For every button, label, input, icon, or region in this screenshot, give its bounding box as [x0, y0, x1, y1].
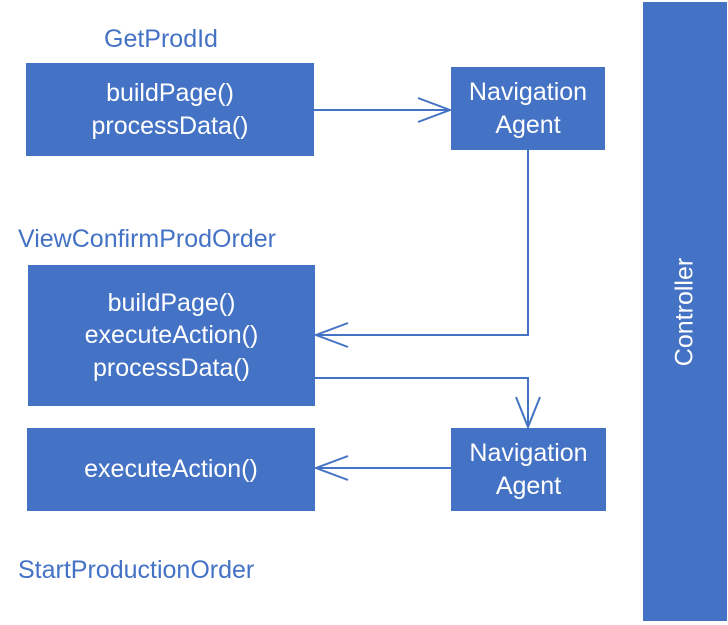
start-production-order-box: executeAction() — [27, 428, 315, 511]
arrowhead — [417, 97, 453, 123]
method-build-page: buildPage() — [106, 79, 234, 107]
method-process-data: processData() — [93, 353, 250, 382]
page-title-view-confirm-prod-order: ViewConfirmProdOrder — [18, 225, 276, 253]
arrowhead — [313, 455, 349, 481]
method-process-data: processData() — [91, 111, 249, 140]
controller-bar: Controller — [643, 2, 727, 621]
controller-label: Controller — [670, 257, 699, 366]
view-confirm-prod-order-box: buildPage() executeAction() processData(… — [28, 265, 315, 406]
page-title-get-prod-id: GetProdId — [104, 25, 218, 53]
method-execute-action: executeAction() — [84, 455, 258, 484]
arrow-agent-to-view-confirm — [316, 150, 529, 336]
navigation-agent-label-line: Navigation — [468, 78, 588, 106]
method-execute-action: executeAction() — [84, 321, 259, 350]
arrow-view-confirm-to-agent — [315, 377, 529, 427]
arrowhead — [515, 396, 541, 430]
arrowhead — [313, 322, 349, 348]
method-build-page: buildPage() — [107, 288, 236, 317]
navigation-agent-label-line: Agent — [495, 110, 561, 139]
get-prod-id-box: buildPage() processData() — [26, 63, 314, 156]
navigation-agent-box: Navigation Agent — [451, 67, 605, 150]
navigation-agent-label-line: Agent — [495, 471, 562, 500]
navigation-agent-label-line: Navigation — [469, 439, 588, 467]
page-title-start-production-order: StartProductionOrder — [18, 556, 255, 584]
navigation-agent-box: Navigation Agent — [451, 428, 606, 511]
